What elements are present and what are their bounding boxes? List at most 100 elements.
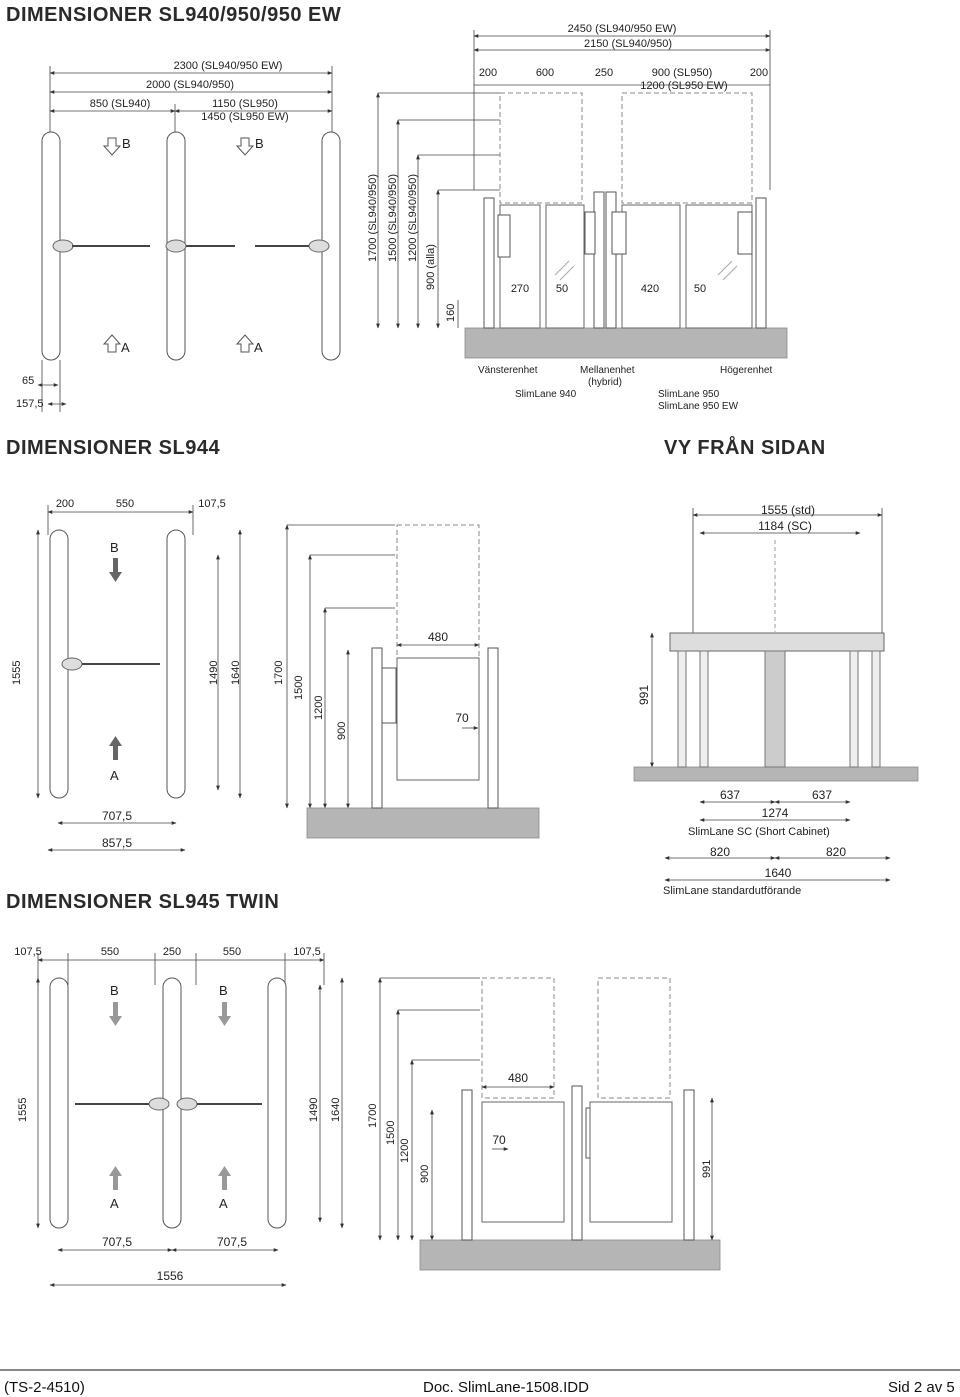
dim-945-107b: 107,5	[293, 946, 321, 958]
dim-157: 157,5	[16, 398, 44, 410]
sl945-front-view: 1700 1500 1200 900 480 70 991	[367, 977, 721, 1271]
dim-945-707a: 707,5	[102, 1235, 132, 1249]
dim-600: 600	[536, 67, 554, 79]
rail-944-right	[166, 529, 186, 799]
label-a-2: A	[254, 340, 263, 355]
dim-944-h1200: 1200	[313, 696, 325, 720]
dim-944-70: 70	[455, 711, 469, 725]
arrow-945-b2-icon	[218, 1002, 231, 1026]
arrow-944-a-icon	[109, 736, 122, 760]
dim-945-250: 250	[163, 946, 181, 958]
dim-944-707: 707,5	[102, 809, 132, 823]
dim-side-820b: 820	[826, 845, 846, 859]
dim-945-h1200: 1200	[399, 1139, 411, 1163]
arrow-a-2-icon	[235, 334, 255, 353]
label-945-b2: B	[219, 983, 228, 998]
dim-945-550b: 550	[223, 946, 241, 958]
label-b-2: B	[255, 136, 264, 151]
dim-945-107a: 107,5	[14, 946, 42, 958]
dim-944-550: 550	[116, 498, 134, 510]
heading-side-view: VY FRÅN SIDAN	[664, 437, 826, 459]
dim-270: 270	[511, 283, 529, 295]
label-944-a: A	[110, 768, 119, 783]
dim-945-h900: 900	[419, 1165, 431, 1183]
sl945-top-view: 107,5 550 250 550 107,5 B B A A 1555 149…	[14, 946, 344, 1287]
footer-ref: (TS-2-4510)	[4, 1379, 85, 1396]
label-sc: SlimLane SC (Short Cabinet)	[688, 826, 830, 838]
dim-side-820a: 820	[710, 845, 730, 859]
dim-945-1490: 1490	[308, 1098, 320, 1122]
dim-h1700: 1700 (SL940/950)	[367, 174, 379, 262]
floor-side	[633, 766, 919, 782]
dim-side-1640: 1640	[765, 866, 792, 880]
dim-944-857: 857,5	[102, 836, 132, 850]
dim-900: 900 (SL950)	[652, 67, 713, 79]
footer-page: Sid 2 av 5	[888, 1379, 955, 1396]
dim-2150: 2150 (SL940/950)	[584, 38, 672, 50]
dim-200b: 200	[750, 67, 768, 79]
dim-944-1555: 1555	[11, 661, 23, 685]
label-b-1: B	[122, 136, 131, 151]
dim-h160: 160	[445, 304, 457, 322]
label-mid-unit: Mellanenhet	[580, 365, 635, 376]
dim-945-550a: 550	[101, 946, 119, 958]
sl944-front-view: 1700 1500 1200 900 480 70	[273, 524, 540, 839]
dim-side-1184: 1184 (SC)	[758, 519, 812, 533]
dim-945-h1500: 1500	[385, 1121, 397, 1145]
dim-944-480: 480	[428, 630, 448, 644]
dim-h900: 900 (alla)	[425, 244, 437, 290]
dim-945-1556: 1556	[157, 1269, 184, 1283]
dim-945-h1700: 1700	[367, 1104, 379, 1128]
label-sl950ew: SlimLane 950 EW	[658, 401, 739, 412]
dim-945-991: 991	[701, 1160, 713, 1178]
sl940-front-view: 2450 (SL940/950 EW) 2150 (SL940/950) 200…	[367, 23, 788, 412]
dim-944-1640: 1640	[230, 661, 242, 685]
dim-side-1555: 1555 (std)	[761, 503, 815, 517]
floor-945	[419, 1239, 721, 1271]
dim-1450: 1450 (SL950 EW)	[201, 111, 288, 123]
dim-side-637a: 637	[720, 788, 740, 802]
heading-sl945: DIMENSIONER SL945 TWIN	[6, 891, 280, 913]
sl944-top-view: 200 550 107,5 B A 1555 1490 1640 707,5 8…	[11, 498, 242, 852]
dim-945-70: 70	[492, 1133, 506, 1147]
dim-200a: 200	[479, 67, 497, 79]
dim-944-107: 107,5	[198, 498, 226, 510]
dim-50b: 50	[694, 283, 706, 295]
dim-2450: 2450 (SL940/950 EW)	[568, 23, 677, 35]
dim-944-1490: 1490	[208, 661, 220, 685]
floor-944	[306, 807, 540, 839]
rail-945-left	[49, 977, 69, 1229]
dim-side-1274: 1274	[762, 806, 789, 820]
dim-420: 420	[641, 283, 659, 295]
rail-945-right	[267, 977, 287, 1229]
label-sl940: SlimLane 940	[515, 389, 577, 400]
dim-2000: 2000 (SL940/950)	[146, 79, 234, 91]
arrow-945-b1-icon	[109, 1002, 122, 1026]
dim-945-480: 480	[508, 1071, 528, 1085]
dim-65: 65	[22, 375, 34, 387]
label-945-a2: A	[219, 1196, 228, 1211]
dim-944-h900: 900	[336, 722, 348, 740]
sl940-top-view: 2300 (SL940/950 EW) 2000 (SL940/950) 850…	[16, 60, 341, 412]
label-945-b1: B	[110, 983, 119, 998]
label-right-unit: Högerenhet	[720, 365, 772, 376]
dim-1150: 1150 (SL950)	[212, 98, 278, 110]
dim-944-200: 200	[56, 498, 74, 510]
dim-944-h1700: 1700	[273, 661, 285, 685]
dim-1200: 1200 (SL950 EW)	[640, 80, 727, 92]
arrow-945-a2-icon	[218, 1166, 231, 1190]
dim-h1500: 1500 (SL940/950)	[387, 174, 399, 262]
dim-50a: 50	[556, 283, 568, 295]
label-left-unit: Vänsterenhet	[478, 365, 538, 376]
arrow-a-1-icon	[102, 334, 122, 353]
label-944-b: B	[110, 540, 119, 555]
floor-1	[464, 327, 788, 359]
dim-945-707b: 707,5	[217, 1235, 247, 1249]
dim-945-1555: 1555	[17, 1098, 29, 1122]
heading-sl940: DIMENSIONER SL940/950/950 EW	[6, 4, 342, 26]
heading-sl944: DIMENSIONER SL944	[6, 437, 221, 459]
label-sl950: SlimLane 950	[658, 389, 720, 400]
arrow-b-1-icon	[102, 137, 122, 156]
dim-2300: 2300 (SL940/950 EW)	[174, 60, 283, 72]
